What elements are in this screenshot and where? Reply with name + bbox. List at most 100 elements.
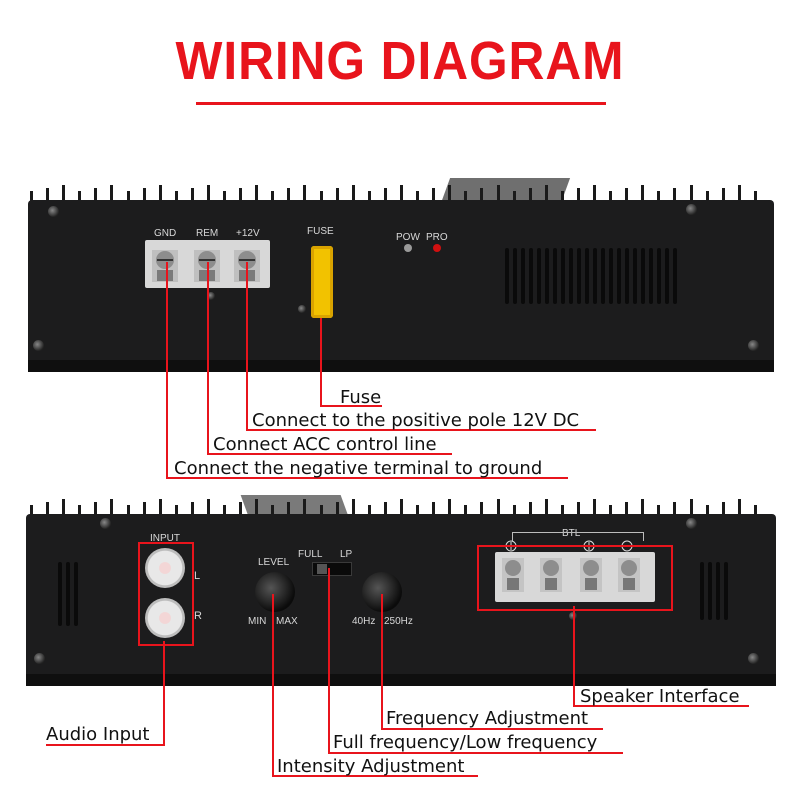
heatsink-fin [319, 505, 323, 519]
vent-slot [724, 562, 728, 620]
heatsink-fin [94, 188, 98, 205]
heatsink-fin [126, 191, 130, 205]
vent-slot [553, 248, 557, 304]
heatsink-fin [142, 502, 146, 519]
vent-slot [529, 248, 533, 304]
heatsink-fin [46, 188, 50, 205]
heatsink-fin [673, 188, 677, 205]
heatsink-fin [593, 499, 597, 519]
heatsink-fin [62, 185, 66, 205]
speaker-interface-highlight-box [477, 545, 673, 611]
vent-slot [505, 248, 509, 304]
vent-slot [593, 248, 597, 304]
terminal-screw-icon [618, 540, 640, 592]
vent-slot [617, 248, 621, 304]
title-underline [196, 102, 606, 105]
heatsink-fin [544, 185, 548, 205]
heatsink-fin [576, 502, 580, 519]
heatsink-fin [335, 502, 339, 519]
heatsink-fin [705, 191, 709, 205]
heatsink-fins [30, 183, 770, 205]
speaker-leader-line [573, 606, 575, 706]
pro-led-icon [433, 244, 441, 252]
rem-label: REM [196, 228, 219, 239]
screw-icon [48, 206, 59, 217]
screw-icon [100, 518, 111, 529]
heatsink-fin [239, 188, 243, 205]
heatsink-fin [174, 505, 178, 519]
full-low-callout: Full frequency/Low frequency [333, 732, 598, 753]
heatsink-fin [383, 188, 387, 205]
heatsink-fin [512, 191, 516, 205]
vent-slot [700, 562, 704, 620]
gnd-label: GND [154, 228, 177, 239]
heatsink-fin [448, 499, 452, 519]
vent-slot [569, 248, 573, 304]
switch-lp-label: LP [340, 549, 353, 560]
positive-leader-line [246, 262, 248, 430]
frequency-leader-line [381, 594, 383, 729]
heatsink-fin [223, 191, 227, 205]
heatsink-fin [560, 505, 564, 519]
pro-label: PRO [426, 232, 448, 243]
vent-slot [58, 562, 62, 626]
heatsink-fin [737, 185, 741, 205]
heatsink-fin [416, 505, 420, 519]
heatsink-fin [721, 188, 725, 205]
full-lp-switch[interactable] [312, 562, 352, 576]
heatsink-fin [400, 185, 403, 205]
vent-slot [545, 248, 549, 304]
vent-slot [74, 562, 78, 626]
vent-slot [585, 248, 589, 304]
full-low-leader-line [328, 752, 623, 754]
vent-slot [561, 248, 565, 304]
intensity-leader-line [272, 594, 274, 776]
heatsink-fin [753, 505, 757, 519]
heatsink-fin [657, 505, 661, 519]
btl-bracket [512, 532, 644, 541]
level-min-label: MIN [248, 616, 267, 627]
heatsink-fin [480, 188, 484, 205]
heatsink-fin [223, 505, 227, 519]
heatsink-fin [737, 499, 741, 519]
level-knob-icon[interactable] [255, 572, 295, 612]
heatsink-fin [625, 188, 629, 205]
heatsink-fin [351, 185, 355, 205]
fuse-callout: Fuse [340, 387, 382, 408]
screw-icon [748, 653, 759, 664]
freq-high-label: 250Hz [384, 616, 413, 627]
screw-icon [33, 340, 44, 351]
heatsink-fin [94, 502, 98, 519]
vent-slot [625, 248, 629, 304]
heatsink-fin [641, 185, 645, 205]
terminal-screw-icon [152, 250, 178, 282]
vent-slot [537, 248, 541, 304]
top-panel-face [28, 200, 774, 370]
heatsink-fin [609, 191, 613, 205]
heatsink-fin [641, 499, 645, 519]
full-low-leader-line [328, 568, 330, 753]
freq-low-label: 40Hz [352, 616, 376, 627]
heatsink-fin [576, 188, 580, 205]
heatsink-fin [351, 499, 355, 519]
audio-input-highlight-box [138, 542, 194, 646]
heatsink-fin [496, 499, 500, 519]
channel-right-label: R [194, 610, 202, 622]
level-label: LEVEL [258, 557, 290, 568]
heatsink-fin [448, 185, 452, 205]
fuse-leader-line [320, 318, 322, 406]
heatsink-fin [625, 502, 629, 519]
speaker-terminals [502, 540, 640, 592]
heatsink-fin [303, 499, 307, 519]
heatsink-fin [239, 502, 243, 519]
acc-leader-line [207, 453, 452, 455]
heatsink-fin [62, 499, 66, 519]
rca-left-jack-icon [145, 548, 185, 588]
top-panel-bottom-edge [28, 360, 774, 372]
heatsink-fin [319, 191, 323, 205]
heatsink-fin [367, 505, 371, 519]
vent-slot [673, 248, 677, 304]
heatsink-fin [528, 188, 532, 205]
heatsink-fin [271, 505, 275, 519]
intensity-callout: Intensity Adjustment [277, 756, 465, 777]
